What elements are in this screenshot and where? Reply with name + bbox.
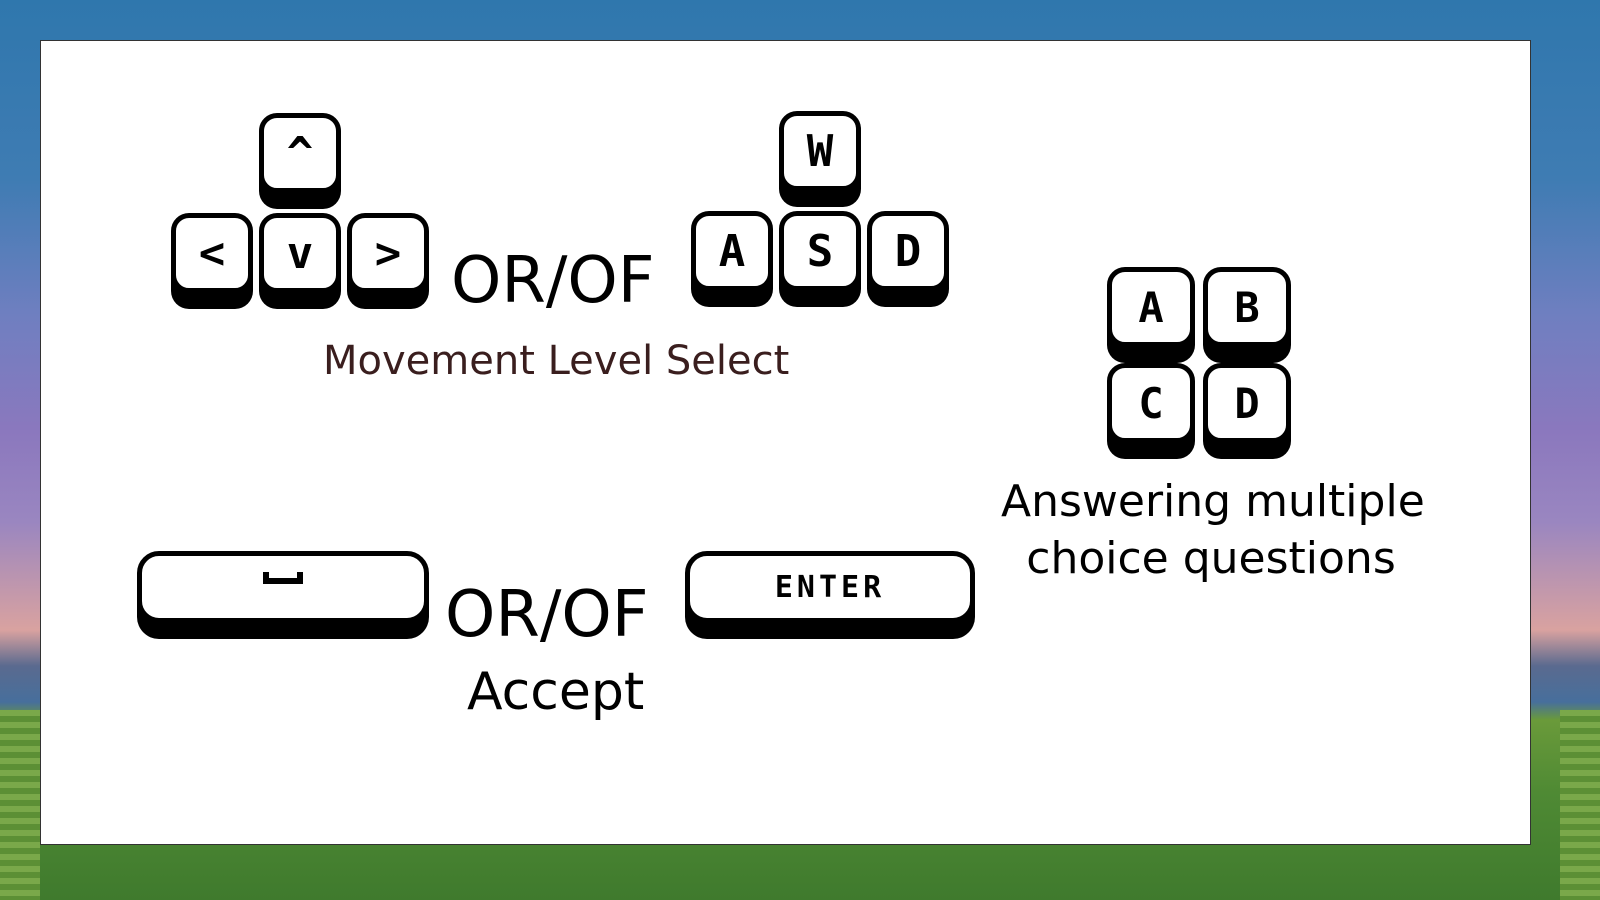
answer-caption-line1: Answering multiple: [1001, 476, 1425, 527]
enter-key: ENTER: [685, 551, 975, 623]
movement-or-label: OR/OF: [451, 244, 655, 318]
arrow-left-key: <: [171, 213, 253, 293]
answer-b-key: B: [1203, 267, 1291, 347]
answer-a-key: A: [1107, 267, 1195, 347]
d-key: D: [867, 211, 949, 291]
grass-right-decoration: [1560, 710, 1600, 900]
space-bar-icon: [263, 572, 303, 584]
movement-caption: Movement Level Select: [323, 338, 790, 384]
answer-caption-line2: choice questions: [1026, 533, 1396, 585]
answer-d-key: D: [1203, 363, 1291, 443]
answer-c-key: C: [1107, 363, 1195, 443]
accept-or-label: OR/OF: [445, 578, 649, 652]
space-key: [137, 551, 429, 623]
arrow-up-key: ^: [259, 113, 341, 193]
controls-panel: ^ < v > OR/OF W A S D Movement Level Sel…: [40, 40, 1531, 845]
grass-left-decoration: [0, 710, 40, 900]
s-key: S: [779, 211, 861, 291]
accept-caption: Accept: [467, 662, 645, 722]
arrow-down-key: v: [259, 213, 341, 293]
a-key: A: [691, 211, 773, 291]
arrow-right-key: >: [347, 213, 429, 293]
answer-caption: Answering multiple choice questions: [1001, 473, 1425, 587]
w-key: W: [779, 111, 861, 191]
